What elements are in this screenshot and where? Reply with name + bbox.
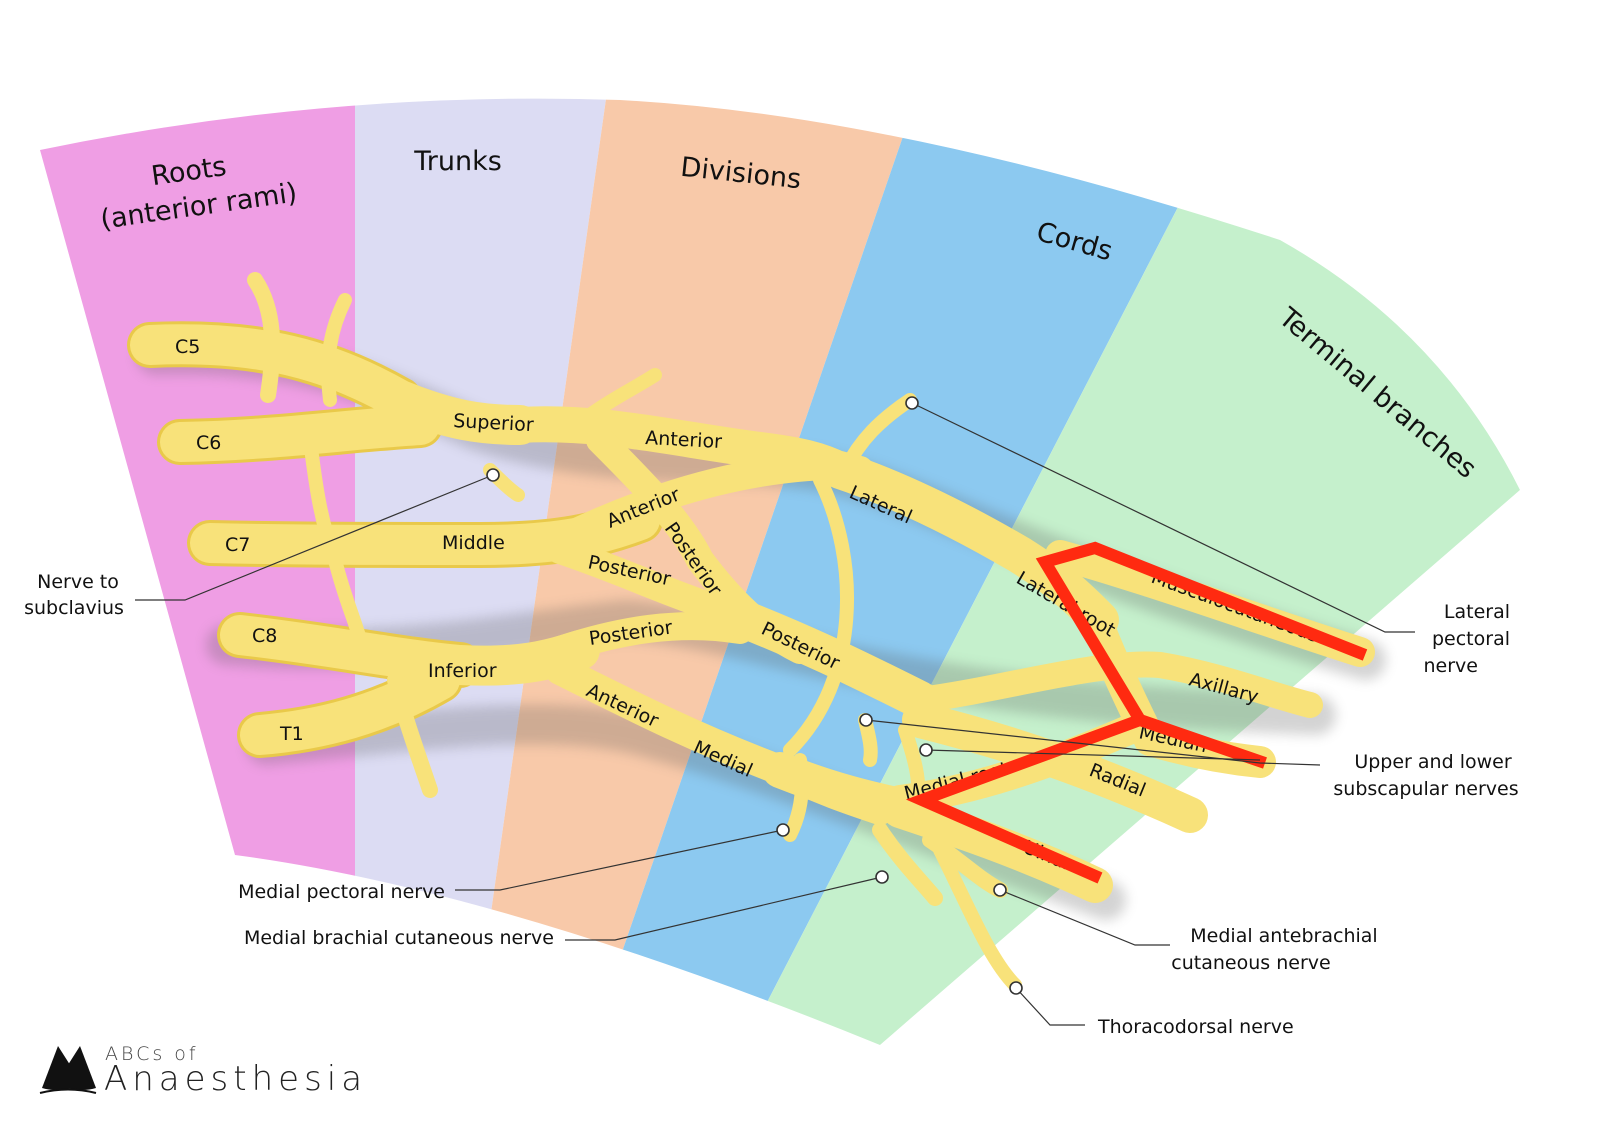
pin-medial-antebrachial: [993, 883, 1007, 897]
callout-medial-antebrachial-1: Medial antebrachial: [1190, 925, 1377, 947]
cord-lateral: [821, 451, 1119, 639]
nerve-root-c5: [130, 324, 540, 445]
label-t1: T1: [279, 723, 304, 745]
pin-upper-subscapular: [859, 713, 873, 727]
callout-medial-brachial: Medial brachial cutaneous nerve: [244, 927, 554, 949]
lungs-logo-icon: [39, 1046, 97, 1094]
label-c8: C8: [252, 625, 277, 647]
pin-lateral-pectoral: [905, 396, 919, 410]
callout-lateral-pectoral-1: Lateral: [1444, 601, 1510, 623]
callout-lateral-pectoral-2: pectoral: [1432, 628, 1510, 650]
pin-medial-pectoral: [776, 823, 790, 837]
callout-medial-antebrachial-2: cutaneous nerve: [1171, 952, 1330, 974]
label-trunk-middle: Middle: [442, 532, 505, 554]
highlight-m-path: [1035, 541, 1368, 769]
callout-subscapular-2: subscapular nerves: [1333, 778, 1518, 800]
label-trunk-inferior: Inferior: [428, 660, 497, 682]
label-c7: C7: [225, 534, 250, 556]
callout-leaders: [135, 396, 1415, 1026]
highlight-m-path-lower: [905, 714, 1143, 884]
pin-medial-brachial: [875, 870, 889, 884]
label-c5: C5: [175, 336, 200, 358]
terminal-fade: [880, 490, 1600, 1132]
nerve-root-t1: [240, 660, 460, 755]
branch-axillary: [907, 651, 1323, 718]
nerve-network: [127, 272, 1375, 992]
callout-nerve-to-subclavius-1: Nerve to: [37, 571, 119, 593]
pin-nerve-to-subclavius: [486, 468, 500, 482]
label-div-sup-ant: Anterior: [645, 427, 723, 453]
callout-subscapular-1: Upper and lower: [1354, 751, 1511, 773]
label-trunk-superior: Superior: [453, 410, 535, 436]
branch-ulnar: [882, 792, 1113, 903]
callout-nerve-to-subclavius-2: subclavius: [24, 597, 124, 619]
label-c6: C6: [196, 432, 221, 454]
zone-cords: [560, 98, 1285, 1046]
pin-thoracodorsal: [1009, 981, 1023, 995]
division-middle-posterior: [546, 536, 734, 624]
zone-title-trunks: Trunks: [413, 146, 502, 177]
callouts: Nerve to subclavius Lateral pectoral ner…: [24, 571, 1519, 1038]
callout-medial-pectoral: Medial pectoral nerve: [238, 881, 445, 903]
pin-lower-subscapular: [919, 743, 933, 757]
logo-line1: ABCs of: [105, 1043, 199, 1065]
logo-line2: Anaesthesia: [104, 1059, 367, 1099]
nerve-root-c8: [220, 615, 600, 686]
logo: ABCs of Anaesthesia: [39, 1043, 367, 1099]
callout-thoracodorsal: Thoracodorsal nerve: [1097, 1016, 1294, 1038]
callout-lateral-pectoral-3: nerve: [1424, 655, 1478, 677]
cord-posterior: [701, 591, 939, 719]
